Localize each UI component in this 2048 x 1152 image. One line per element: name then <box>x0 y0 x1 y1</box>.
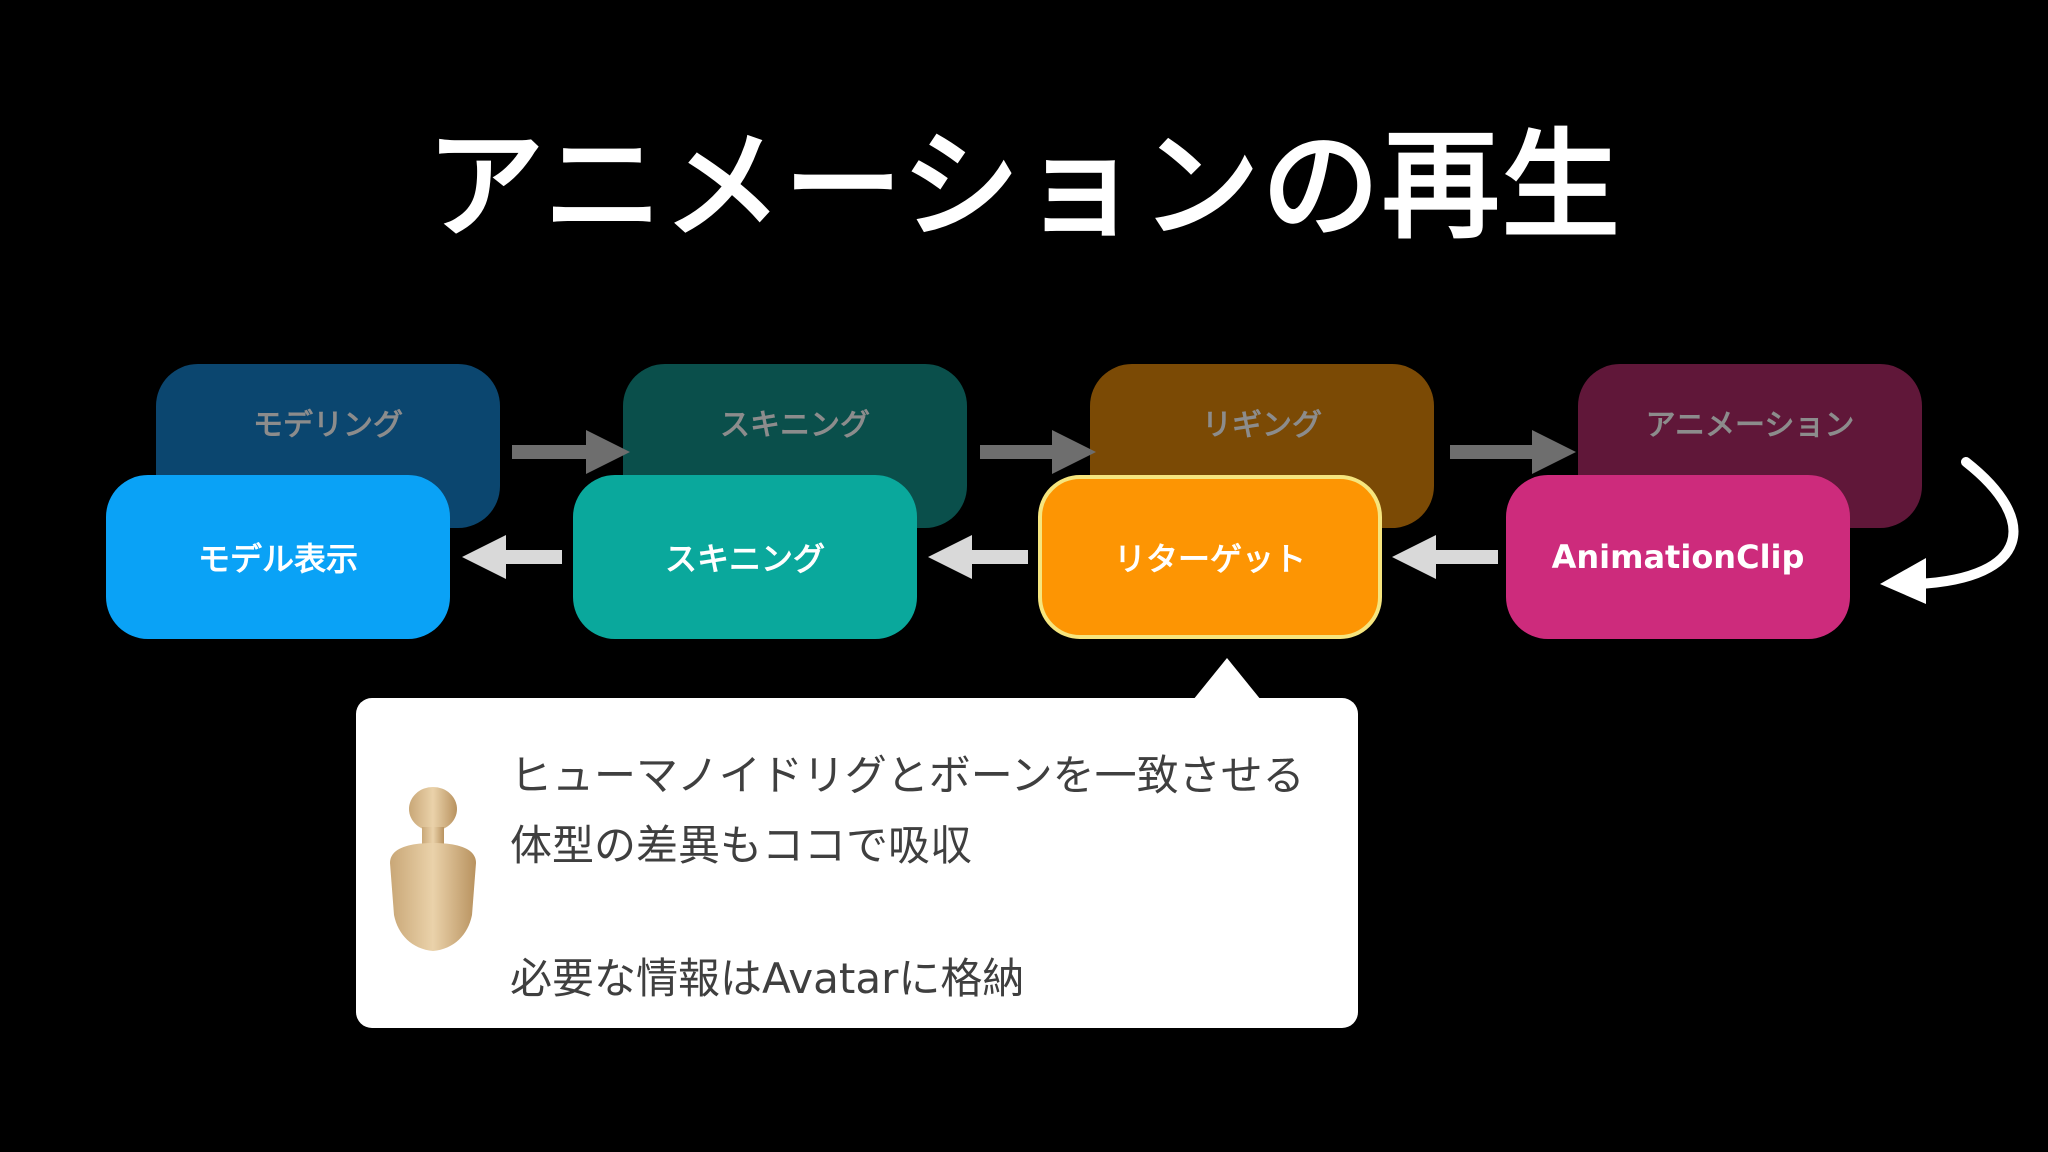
step-model-display-label: モデル表示 <box>197 540 358 578</box>
arrow-backward-1 <box>462 535 562 579</box>
step-skinning-playback: スキニング <box>573 475 917 639</box>
step-animation-label: アニメーション <box>1645 408 1855 443</box>
step-modeling-label: モデリング <box>253 408 403 443</box>
mannequin-bust-icon <box>390 787 476 951</box>
callout-line-3: 必要な情報はAvatarに格納 <box>510 954 1025 1003</box>
arrow-backward-2 <box>928 535 1028 579</box>
step-skinning-authoring-label: スキニング <box>720 408 870 443</box>
step-skinning-playback-label: スキニング <box>664 540 825 578</box>
arrow-forward-3 <box>1450 430 1576 474</box>
arrow-forward-2 <box>980 430 1096 474</box>
callout-box <box>356 698 1358 1028</box>
step-rigging-label: リギング <box>1202 408 1322 443</box>
curved-arrow <box>1880 457 2019 604</box>
step-animation-clip: AnimationClip <box>1506 475 1850 639</box>
step-model-display: モデル表示 <box>106 475 450 639</box>
step-retarget-label: リターゲット <box>1113 540 1306 578</box>
callout-line-2: 体型の差異もココで吸収 <box>510 821 973 870</box>
callout-line-1: ヒューマノイドリグとボーンを一致させる <box>510 751 1305 800</box>
arrow-backward-3 <box>1392 535 1498 579</box>
step-retarget: リターゲット <box>1038 475 1382 639</box>
callout-pointer <box>1193 658 1261 700</box>
page-title: アニメーションの再生 <box>426 117 1622 255</box>
step-animation-clip-label: AnimationClip <box>1551 538 1805 576</box>
arrow-forward-1 <box>512 430 630 474</box>
